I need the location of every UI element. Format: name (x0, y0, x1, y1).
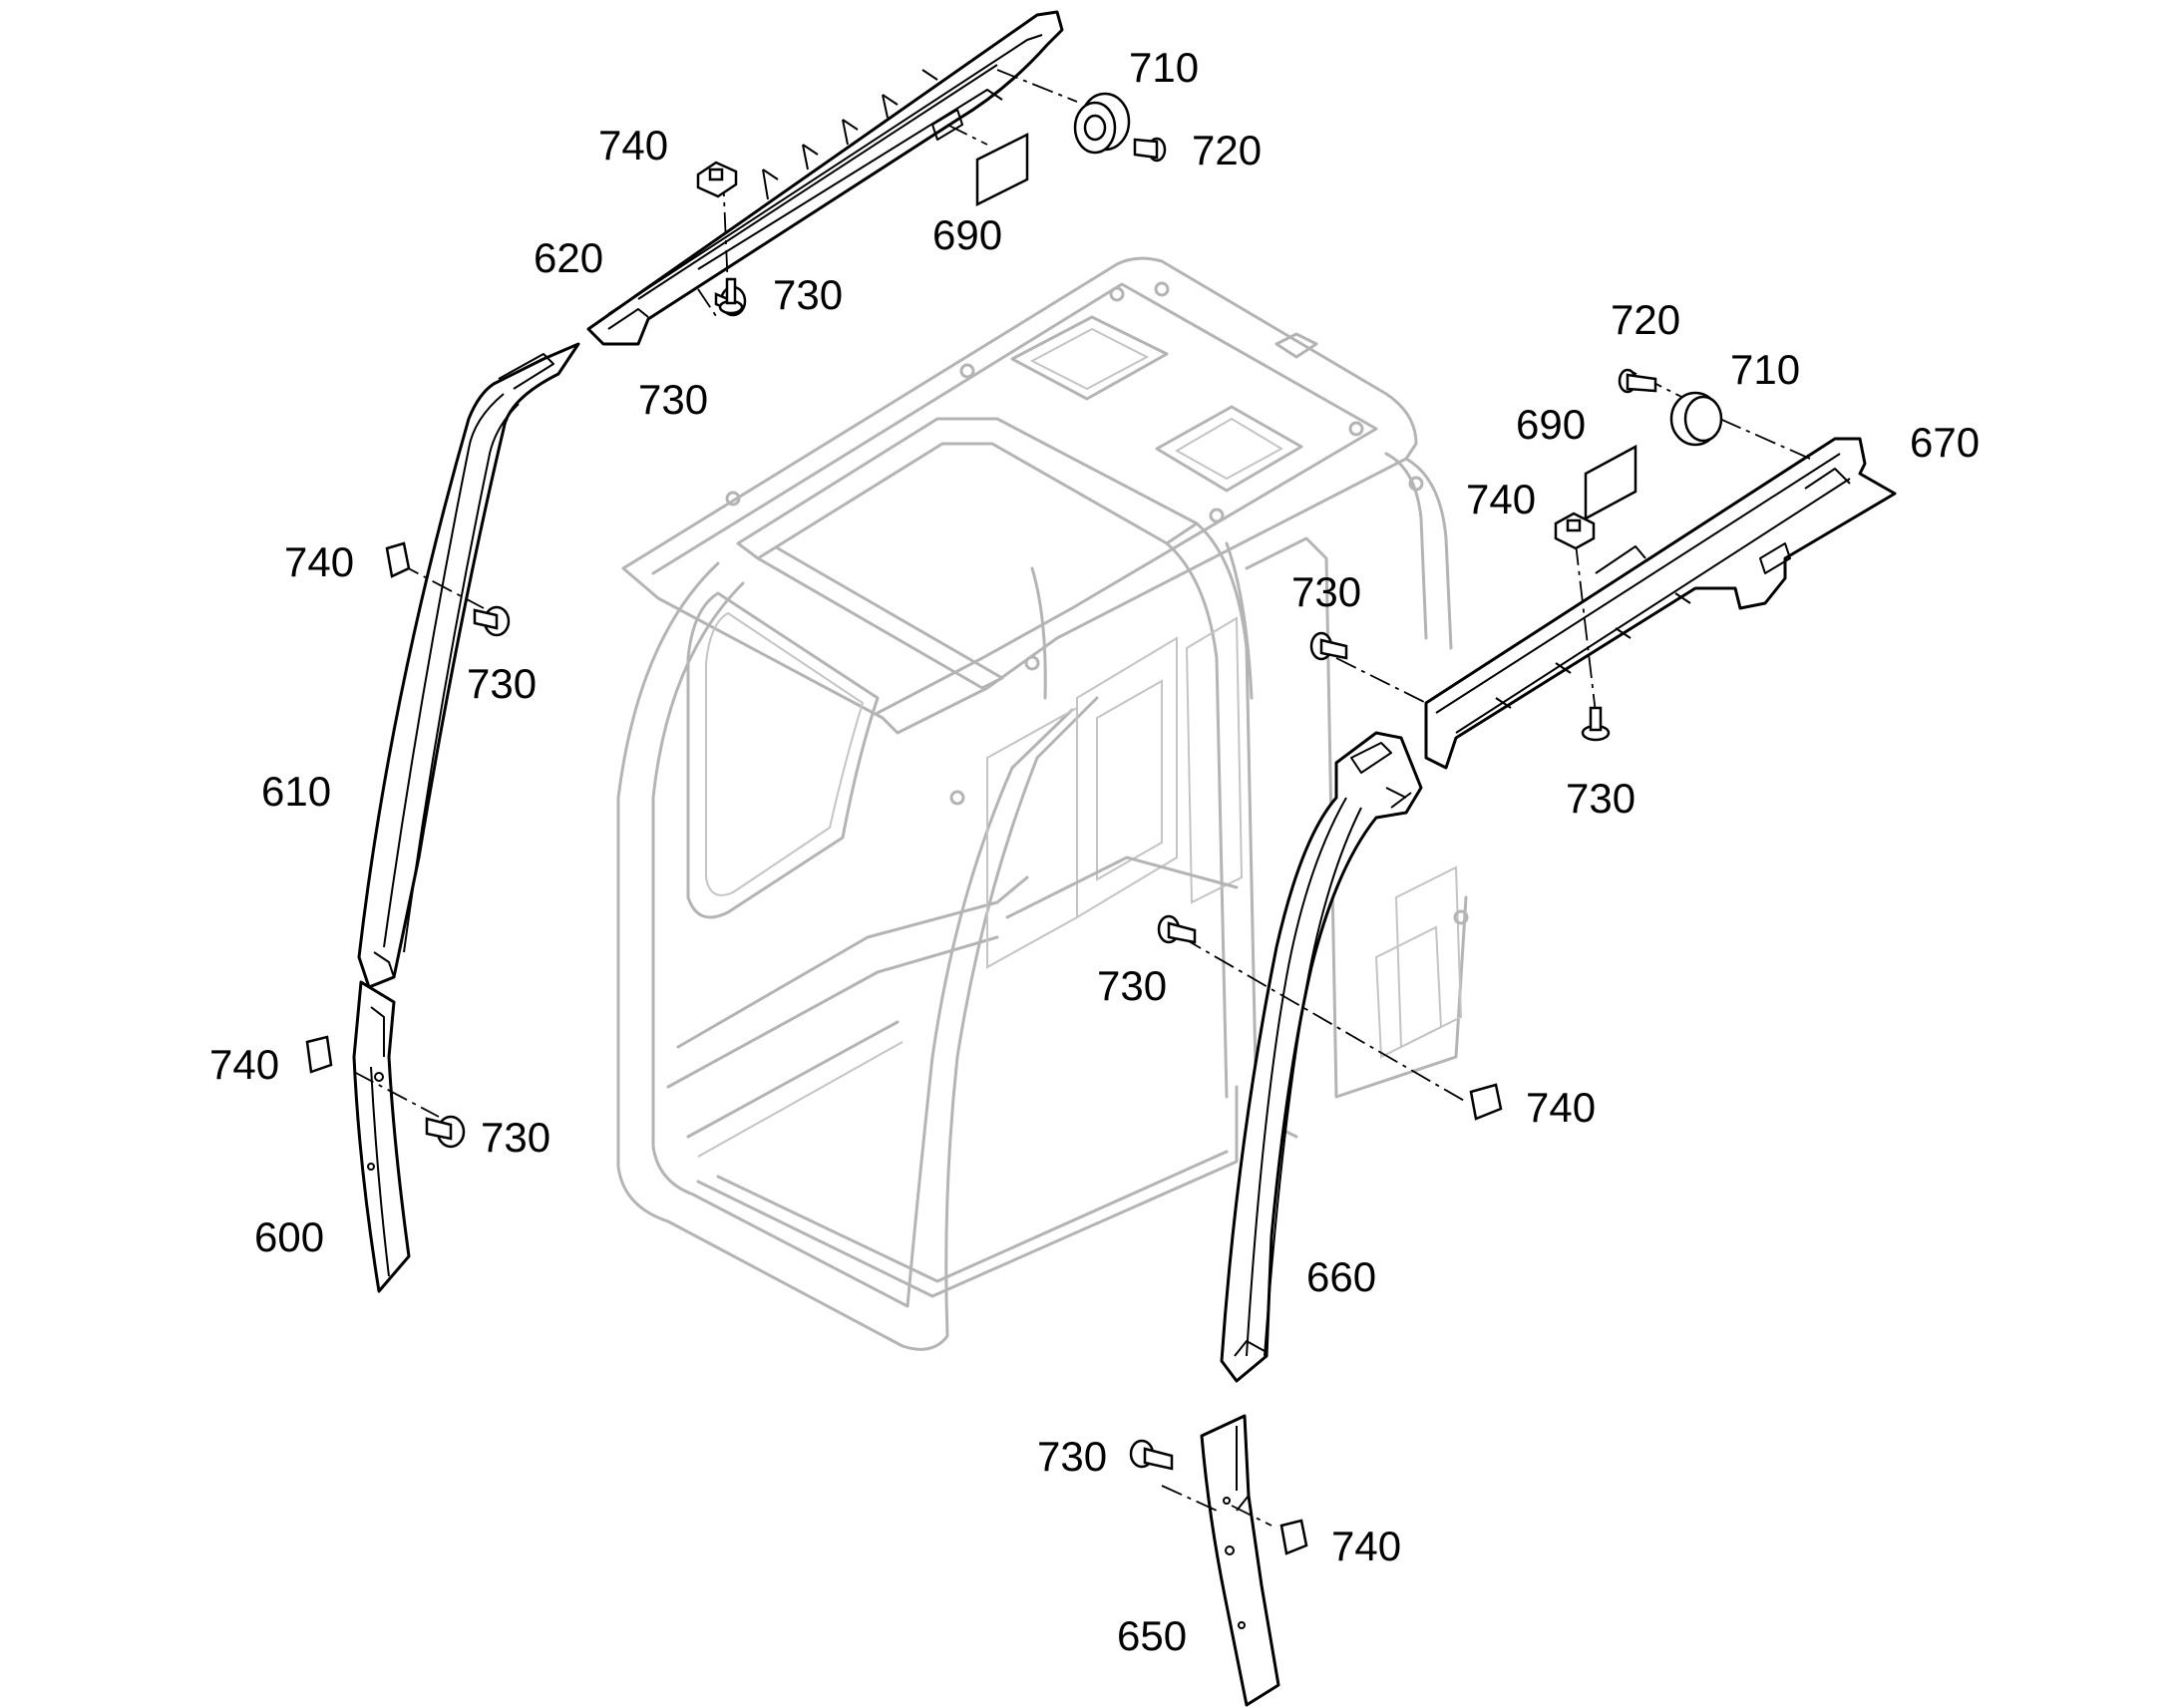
clip-nut-740-left-mid (385, 541, 411, 578)
label-720-top: 720 (1192, 127, 1262, 173)
screw-730-center (1157, 914, 1197, 944)
bushing-710-top (1073, 92, 1131, 155)
label-730-right-a: 730 (1291, 568, 1361, 615)
label-650: 650 (1117, 1612, 1187, 1659)
label-710-right: 710 (1730, 346, 1800, 393)
screw-720-right (1618, 368, 1657, 394)
label-730-center: 730 (1097, 962, 1167, 1009)
label-730-left-mid: 730 (467, 660, 537, 707)
label-690-right: 690 (1516, 401, 1586, 448)
screw-730-bottom (1129, 1439, 1174, 1471)
cab-frame (616, 256, 1469, 1351)
part-660-rear-pillar-upper (1220, 731, 1423, 1383)
label-660: 660 (1306, 1253, 1376, 1300)
cab-rivets (725, 281, 1469, 925)
clip-nut-740-right (1554, 512, 1596, 550)
screw-730-right-a (1309, 631, 1348, 661)
callout-labels: 710 720 740 690 620 730 730 720 710 690 … (209, 44, 1980, 1659)
label-690-top: 690 (932, 211, 1002, 258)
clip-nut-740-left-low (305, 1035, 333, 1074)
screw-730-right-b (1581, 706, 1611, 742)
label-740-left-low: 740 (209, 1041, 279, 1088)
part-600-front-pillar-lower (352, 980, 411, 1293)
label-730-top-a: 730 (638, 376, 708, 423)
label-730-left-low: 730 (481, 1114, 550, 1161)
label-740-right: 740 (1466, 476, 1536, 522)
screw-730-left-low (425, 1115, 466, 1149)
plate-690-right (1584, 444, 1637, 521)
label-720-right: 720 (1611, 296, 1680, 343)
label-730-bottom: 730 (1037, 1433, 1107, 1480)
screw-730-left-mid (473, 605, 511, 637)
clip-nut-740-bottom (1279, 1519, 1308, 1555)
label-730-right-b: 730 (1566, 775, 1635, 822)
label-740-top: 740 (598, 122, 668, 169)
label-600: 600 (254, 1213, 324, 1260)
label-740-bottom: 740 (1331, 1523, 1401, 1569)
hardware (305, 92, 1723, 1555)
screw-730-top-b (718, 277, 744, 315)
part-620-roof-rail-left (586, 10, 1064, 346)
leader-lines (353, 69, 1811, 1527)
label-620: 620 (534, 234, 603, 281)
part-610-front-pillar-upper (357, 342, 580, 989)
label-740-left-mid: 740 (284, 538, 354, 585)
clip-nut-740-center (1469, 1083, 1503, 1121)
label-670: 670 (1910, 419, 1980, 466)
plate-690-top (975, 132, 1029, 207)
part-650-rear-pillar-lower (1200, 1414, 1280, 1707)
label-740-center: 740 (1526, 1084, 1596, 1131)
clip-nut-740-top (696, 161, 738, 198)
label-730-top-b: 730 (773, 271, 843, 318)
label-610: 610 (261, 768, 331, 815)
bushing-710-right (1669, 391, 1723, 447)
part-670-roof-rail-right (1424, 437, 1897, 770)
label-710-top: 710 (1129, 44, 1199, 91)
screw-720-top (1133, 137, 1167, 163)
